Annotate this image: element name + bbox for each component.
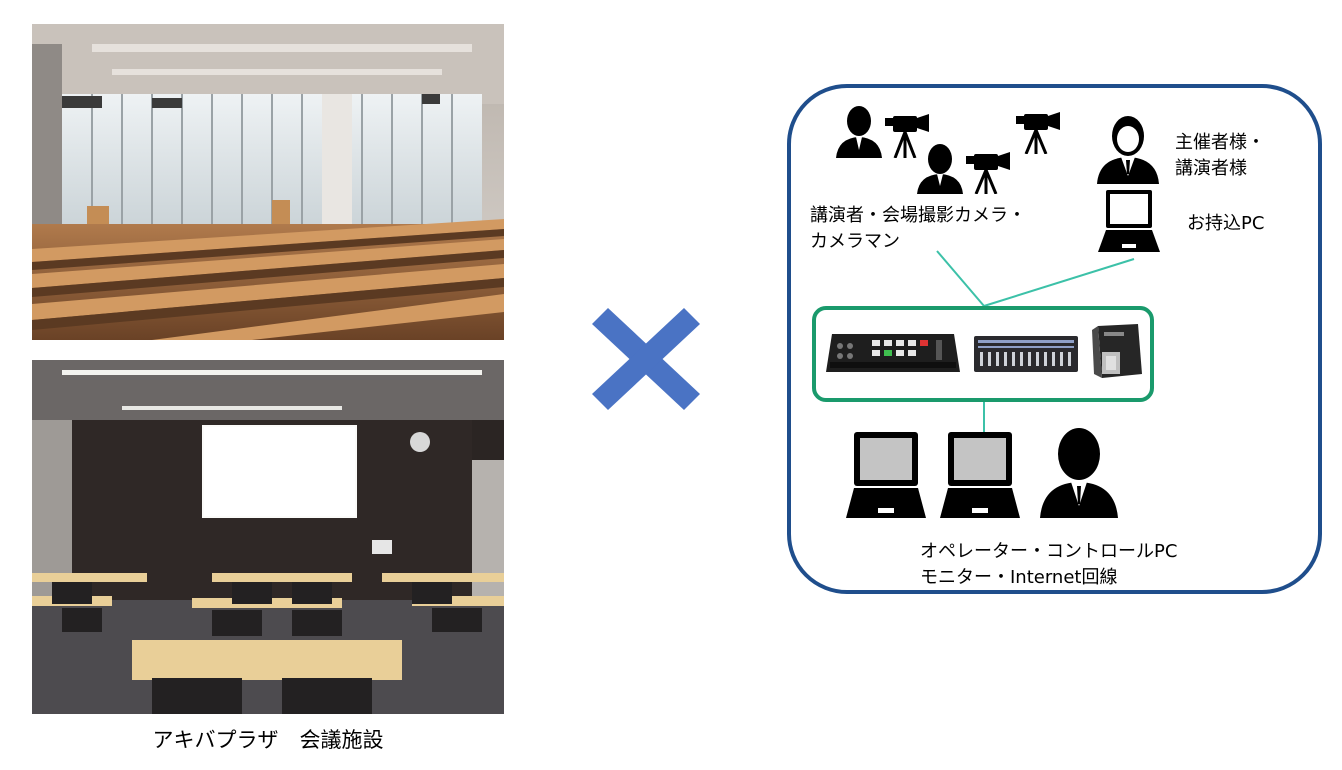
person-icon [917,144,963,194]
seminar-room-photo [32,360,504,714]
camera-icon [1016,112,1060,154]
laptop-icon [846,432,926,518]
lecture-hall-photo [32,24,504,340]
diagram-frame [787,84,1322,594]
laptop-icon [940,432,1020,518]
audio-mixer-icon [974,336,1078,372]
camera-icon [885,114,929,158]
camera-label: 講演者・会場撮影カメラ・ カメラマン [810,205,1026,252]
organizer-label: 主催者様・ 講演者様 [1175,132,1265,179]
connector-lines [936,250,1135,432]
venue-caption: アキバプラザ 会議施設 [152,728,384,752]
pc-label: お持込PC [1187,213,1265,234]
cross-icon [592,308,700,410]
person-icon [1040,428,1118,518]
camera-icon [966,152,1010,194]
video-switcher-icon [826,334,960,372]
capture-device-icon [1092,324,1142,378]
operator-label: オペレーター・コントロールPC モニター・Internet回線 [920,541,1178,588]
laptop-icon [1098,190,1160,252]
person-icon [836,106,882,158]
equipment-box [812,306,1154,402]
person-icon [1097,116,1159,184]
